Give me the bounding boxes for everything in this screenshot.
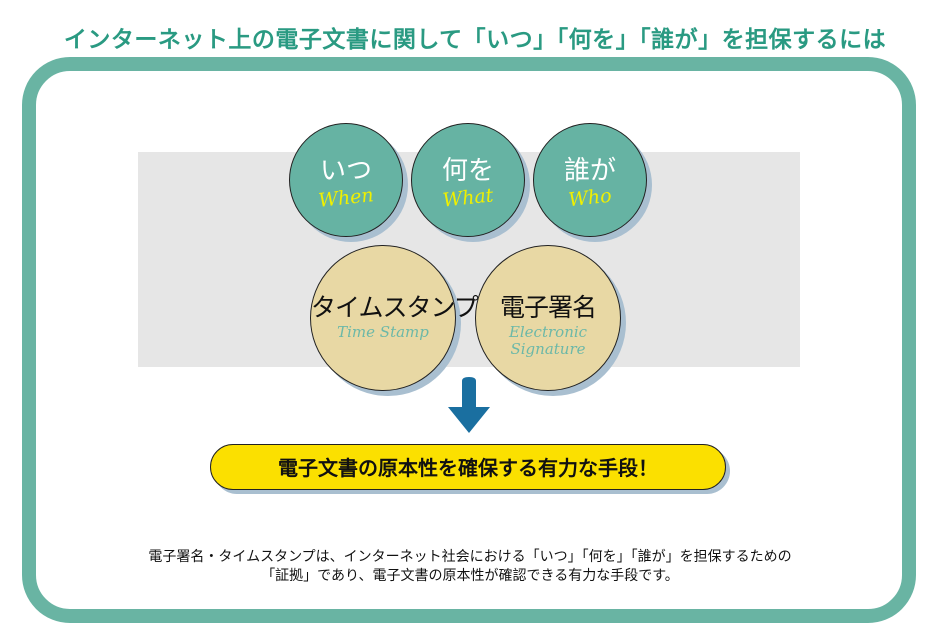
circle-label: いつ	[319, 156, 372, 186]
circle-what: 何を What	[411, 123, 525, 237]
description-line: 「証拠」であり、電子文書の原本性が確認できる有力な手段です。	[261, 568, 679, 584]
description-line: 電子署名・タイムスタンプは、インターネット社会における「いつ」「何を」「誰が」を…	[148, 549, 792, 565]
circle-sublabel: Signature	[510, 340, 586, 358]
result-banner: 電子文書の原本性を確保する有力な手段！	[210, 444, 726, 490]
circle-label: タイムスタンプ	[311, 293, 479, 322]
circle-when: いつ When	[289, 123, 403, 237]
circle-signature: 電子署名 Electronic Signature	[475, 245, 621, 391]
arrow-down-icon	[448, 377, 490, 433]
description: 電子署名・タイムスタンプは、インターネット社会における「いつ」「何を」「誰が」を…	[60, 548, 880, 586]
circle-sublabel: Time Stamp	[337, 323, 429, 341]
circle-label: 電子署名	[499, 293, 597, 322]
circle-label: 何を	[441, 156, 494, 186]
circle-label: 誰が	[563, 156, 616, 186]
circle-timestamp: タイムスタンプ Time Stamp	[310, 245, 479, 391]
circle-sublabel: Electronic	[508, 323, 588, 341]
circle-who: 誰が Who	[533, 123, 647, 237]
page-title: インターネット上の電子文書に関して「いつ」「何を」「誰が」を担保するには	[63, 27, 887, 53]
